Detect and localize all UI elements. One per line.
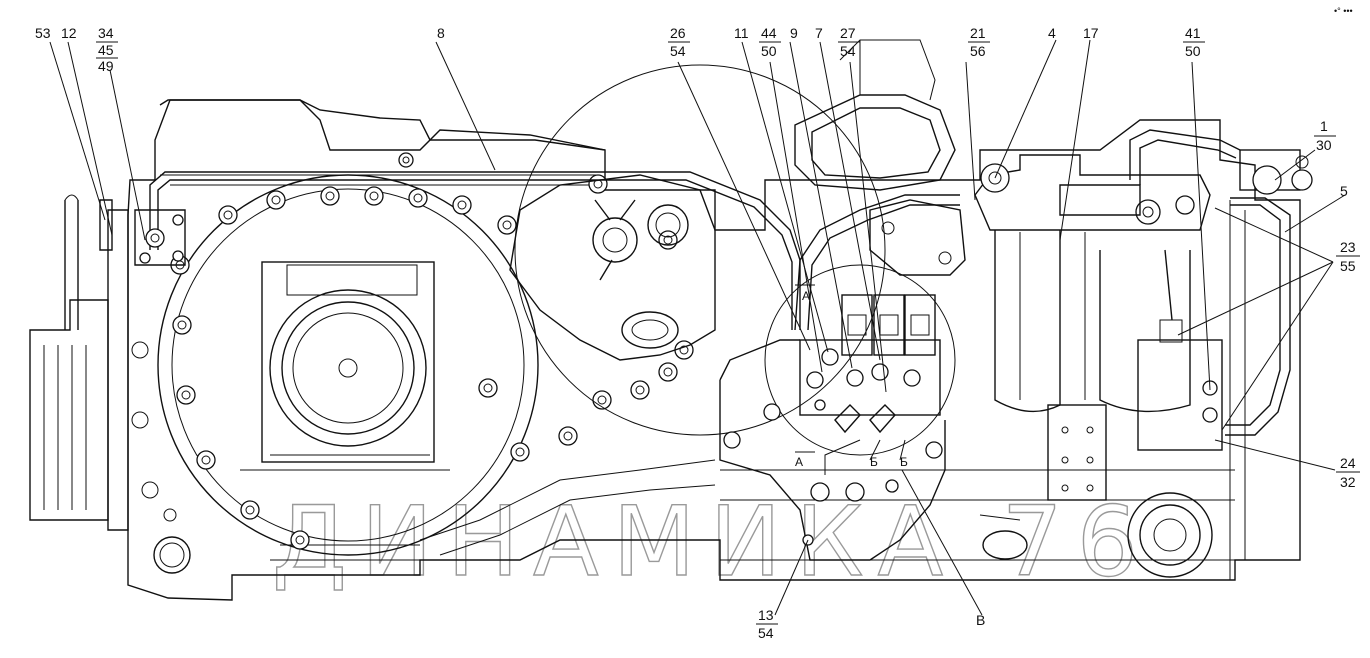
callout-12: 12 (61, 25, 77, 41)
callout-44-sub: 50 (761, 43, 777, 59)
callout-23-number: 23 (1340, 239, 1356, 255)
callout-7: 7 (815, 25, 823, 41)
callout-27-sub: 54 (840, 43, 856, 59)
callout-34-sub-1: 45 (98, 42, 114, 58)
callout-12-number: 12 (61, 25, 77, 41)
flange-holes (131, 341, 191, 574)
callout-17-number: 17 (1083, 25, 1099, 41)
mid-plate (794, 194, 966, 331)
callout-8: 8 (437, 25, 445, 41)
callout-17: 17 (1083, 25, 1099, 41)
bolt-ring (170, 152, 694, 550)
section-mark-a-top: А (802, 289, 810, 303)
callout-9: 9 (790, 25, 798, 41)
callout-53-number: 53 (35, 25, 51, 41)
callout-23-sub: 55 (1340, 258, 1356, 274)
callout-11: 11 (734, 25, 749, 41)
callout-34: 34 45 49 (96, 25, 118, 74)
callout-34-sub-2: 49 (98, 58, 114, 74)
section-mark-b-right: Б (900, 455, 908, 469)
callout-41-number: 41 (1185, 25, 1201, 41)
bell-housing (157, 174, 539, 556)
construction-circles (514, 64, 956, 456)
top-pipe (149, 171, 801, 330)
callout-8-number: 8 (437, 25, 445, 41)
callout-4-number: 4 (1048, 25, 1056, 41)
corner-mark: •° ••• (1334, 6, 1353, 16)
callout-1-sub: 30 (1316, 137, 1332, 153)
callout-21-number: 21 (970, 25, 986, 41)
lower-plate (719, 284, 946, 561)
callout-B-letter: В (976, 612, 985, 628)
callout-26: 26 54 (668, 25, 690, 59)
callout-41-sub: 50 (1185, 43, 1201, 59)
callout-24-sub: 32 (1340, 474, 1356, 490)
callout-1-number: 1 (1320, 118, 1328, 134)
filter-assembly (974, 154, 1211, 501)
left-fitting-bracket (64, 194, 186, 330)
sensor-block (1137, 197, 1291, 451)
callout-1: 1 30 (1314, 118, 1336, 153)
valve-block (799, 294, 941, 434)
top-right-fittings (1129, 129, 1313, 215)
top-cover-box (794, 39, 956, 191)
callout-26-sub: 54 (670, 43, 686, 59)
callout-5: 5 (1340, 183, 1348, 199)
callout-53: 53 (35, 25, 51, 41)
callout-21: 21 56 (968, 25, 990, 59)
callout-7-number: 7 (815, 25, 823, 41)
callout-13: 13 54 (756, 607, 778, 641)
callout-13-number: 13 (758, 607, 774, 623)
section-mark-a-bottom: А (795, 455, 803, 469)
callout-44: 44 50 (759, 25, 781, 59)
callout-27-number: 27 (840, 25, 856, 41)
callout-B: В (976, 612, 985, 628)
callout-9-number: 9 (790, 25, 798, 41)
callout-26-number: 26 (670, 25, 686, 41)
callout-23: 23 55 (1336, 239, 1360, 274)
callout-24: 24 32 (1336, 455, 1360, 490)
section-marks: А А Б Б (795, 289, 908, 469)
callout-11-number: 11 (734, 25, 749, 41)
bottom-pump (979, 492, 1213, 578)
section-mark-b-left: Б (870, 455, 878, 469)
leader-lines (49, 39, 1346, 616)
callout-13-sub: 54 (758, 625, 774, 641)
callout-27: 27 54 (838, 25, 860, 59)
callout-41: 41 50 (1183, 25, 1205, 59)
gear-cover (509, 174, 716, 361)
callout-24-number: 24 (1340, 455, 1356, 471)
callout-34-number: 34 (98, 25, 114, 41)
callout-5-number: 5 (1340, 183, 1348, 199)
watermark-text: ДИНАМИКА 76 (272, 486, 1152, 598)
callout-44-number: 44 (761, 25, 777, 41)
callout-4: 4 (1048, 25, 1056, 41)
callout-21-sub: 56 (970, 43, 986, 59)
